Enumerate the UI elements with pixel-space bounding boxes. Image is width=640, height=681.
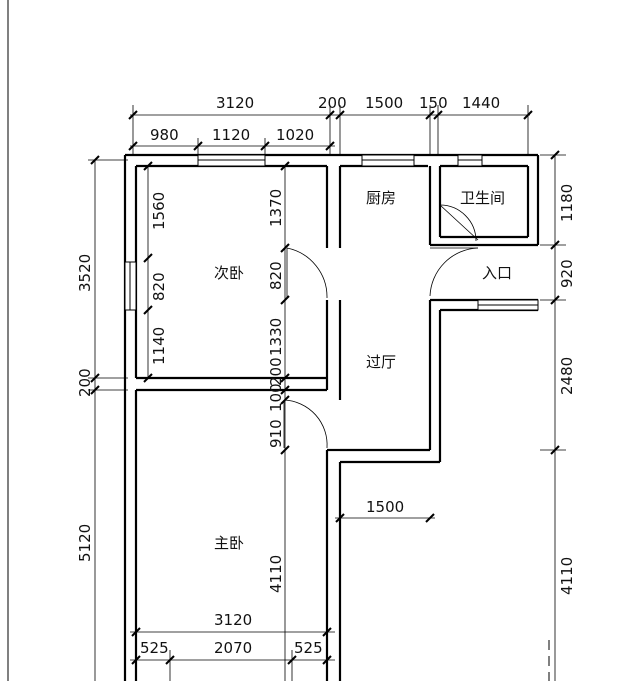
dim-in-1330: 1330: [267, 318, 285, 356]
dim-in-910: 910: [267, 419, 285, 448]
dim-top-1500: 1500: [365, 94, 403, 112]
dim-top-3120: 3120: [216, 94, 254, 112]
dim-left-3520: 3520: [76, 254, 94, 292]
room-label-hall: 过厅: [366, 353, 396, 371]
dim-in-100: 100: [267, 383, 285, 412]
dim-top-980: 980: [150, 126, 179, 144]
bottom-dimension-chain: [130, 627, 335, 681]
top-dimension-chain-1: [128, 105, 533, 155]
dim-in-1140: 1140: [150, 327, 168, 365]
dim-left-200: 200: [76, 368, 94, 397]
dim-right-2480: 2480: [558, 357, 576, 395]
mid-dimension: [335, 513, 435, 523]
dim-bot-2070: 2070: [214, 639, 252, 657]
dim-top-1120: 1120: [212, 126, 250, 144]
left-dimension-chain: [88, 155, 128, 681]
interior-dimensions: [143, 161, 290, 681]
dim-in-4110: 4110: [267, 555, 285, 593]
room-label-master: 主卧: [214, 534, 244, 552]
room-label-bedroom2: 次卧: [214, 264, 244, 282]
room-label-bathroom: 卫生间: [460, 189, 505, 207]
dim-bot-525a: 525: [140, 639, 169, 657]
top-dimension-chain-2: [128, 138, 335, 158]
doors: [283, 204, 479, 449]
dim-in-200: 200: [267, 357, 285, 386]
dim-top-200: 200: [318, 94, 347, 112]
dim-in-1370: 1370: [267, 189, 285, 227]
dim-top-150: 150: [419, 94, 448, 112]
dim-right-4110: 4110: [558, 557, 576, 595]
windows: [124, 154, 539, 311]
dim-in-1560: 1560: [150, 192, 168, 230]
dim-top-1020: 1020: [276, 126, 314, 144]
dim-top-1440: 1440: [462, 94, 500, 112]
dim-right-1180: 1180: [558, 184, 576, 222]
dim-mid-1500: 1500: [366, 498, 404, 516]
walls: [123, 153, 540, 681]
right-dimension-chain: [540, 150, 566, 681]
room-label-entrance: 入口: [482, 264, 512, 282]
room-label-kitchen: 厨房: [366, 189, 396, 207]
dim-left-5120: 5120: [76, 524, 94, 562]
dim-in-820: 820: [150, 272, 168, 301]
dim-bot-3120: 3120: [214, 611, 252, 629]
dim-right-920: 920: [558, 259, 576, 288]
dim-in-820b: 820: [267, 261, 285, 290]
dim-bot-525b: 525: [294, 639, 323, 657]
